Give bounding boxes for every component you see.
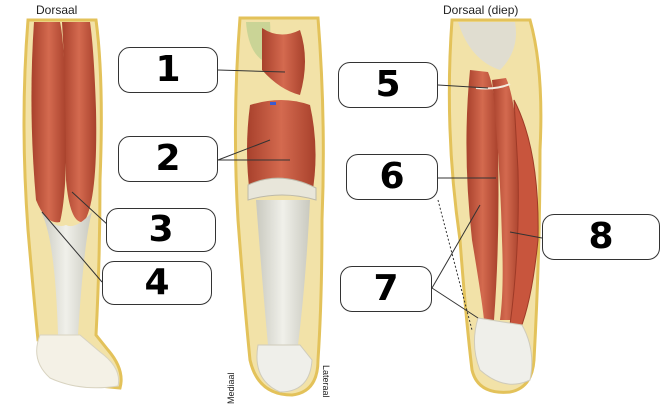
label-number: 4 bbox=[144, 262, 170, 303]
label-number: 1 bbox=[155, 49, 181, 90]
label-number: 3 bbox=[148, 209, 174, 250]
label-box-7[interactable]: 7 bbox=[340, 266, 432, 312]
gastrocnemius-lateral-head bbox=[62, 22, 97, 223]
flexor-digitorum-longus bbox=[466, 70, 499, 320]
label-box-1[interactable]: 1 bbox=[118, 47, 218, 93]
label-box-4[interactable]: 4 bbox=[102, 261, 212, 305]
caption-dorsal: Dorsaal bbox=[36, 3, 78, 17]
label-box-6[interactable]: 6 bbox=[346, 154, 438, 200]
soleus bbox=[247, 100, 316, 195]
caption-lateral: Lateraal bbox=[321, 365, 331, 398]
leg-superficial-dorsal bbox=[22, 18, 123, 390]
gastrocnemius-medial-head bbox=[31, 22, 67, 223]
label-number: 7 bbox=[373, 268, 399, 309]
label-box-8[interactable]: 8 bbox=[542, 214, 660, 260]
label-box-2[interactable]: 2 bbox=[118, 136, 218, 182]
leader-lines bbox=[41, 69, 543, 331]
label-box-3[interactable]: 3 bbox=[106, 208, 216, 252]
achilles-tendon bbox=[40, 210, 92, 335]
label-number: 6 bbox=[379, 156, 405, 197]
caption-medial: Mediaal bbox=[226, 372, 236, 404]
tibialis-posterior bbox=[492, 78, 520, 320]
label-box-5[interactable]: 5 bbox=[338, 62, 438, 108]
label-number: 5 bbox=[375, 64, 401, 105]
label-number: 8 bbox=[588, 216, 614, 257]
caption-dorsal-deep: Dorsaal (diep) bbox=[443, 3, 519, 17]
leg-deep-dorsal bbox=[447, 18, 543, 394]
flexor-hallucis-longus bbox=[509, 99, 539, 331]
leg-middle-dorsal bbox=[233, 16, 325, 397]
label-number: 2 bbox=[155, 138, 181, 179]
